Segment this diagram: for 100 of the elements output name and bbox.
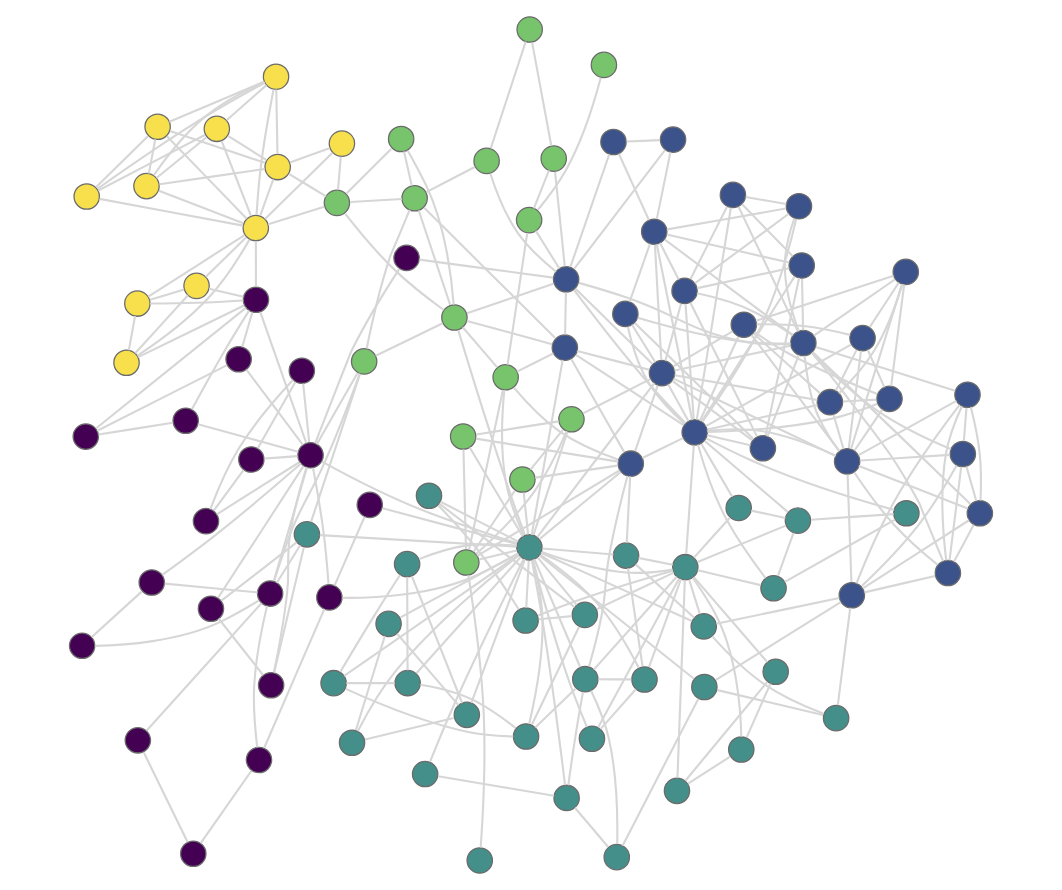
connector [574,287,654,365]
connector [528,559,544,724]
connector [741,203,794,257]
node-circle [590,51,618,79]
connector [275,544,302,584]
connector [684,304,695,420]
connector [136,239,251,357]
node-circle [387,125,415,153]
connector [150,299,244,305]
connector [755,274,894,322]
node-circle [725,494,753,522]
connector [272,467,308,582]
connector [365,209,411,349]
connector [315,372,359,445]
connector [264,455,298,460]
connector [750,334,840,452]
node-circle [949,440,977,468]
node-circle [473,147,500,175]
connector [506,232,529,365]
connector [570,358,626,453]
connector [717,689,824,717]
connector [574,807,609,848]
connector [346,682,395,685]
node-circle [552,266,580,293]
node-circle [822,704,850,732]
node-circle [393,550,421,578]
connector [590,690,619,844]
connector [706,434,751,447]
connector [516,352,554,373]
node-circle [245,746,273,774]
node-circle [954,381,981,409]
connector [540,551,693,622]
connector [596,571,675,611]
node-circle [681,419,708,446]
connector [466,282,554,315]
node-circle [323,189,351,217]
connector [343,553,520,677]
connector [533,558,582,668]
connector [220,140,252,217]
node-circle [617,450,645,477]
connector [530,359,564,536]
connector [621,698,700,847]
node-circle [719,181,747,209]
connector [575,353,685,426]
connector [838,283,904,395]
connector [97,81,266,190]
connector [152,80,265,176]
connector [254,241,257,287]
connector [689,302,758,437]
connector [625,476,632,543]
node-circle [453,549,480,576]
connector [697,569,761,587]
connector [582,378,651,415]
connector [664,238,794,336]
node-circle [966,499,994,527]
connector [860,453,950,462]
node-circle [68,632,96,660]
connector [599,688,637,730]
connector [147,234,246,298]
connector [647,578,682,668]
connector [345,148,392,194]
connector [673,377,836,457]
connector [406,149,455,305]
connector [853,472,939,566]
node-circle [762,658,789,686]
connector [811,513,894,521]
connector [267,205,325,226]
connector [855,404,961,584]
connector [836,607,852,706]
connector [147,139,157,174]
connector [423,206,556,339]
connector [693,576,769,663]
connector [273,373,361,582]
connector [706,437,895,511]
connector [783,218,800,332]
connector [554,171,566,267]
connector [705,343,852,427]
node-circle [124,290,151,317]
connector [169,129,266,164]
connector [673,330,733,367]
connector [476,420,559,436]
connector [538,471,622,540]
connector [425,166,476,194]
node-circle [375,610,402,638]
connector [688,579,701,615]
connector [476,469,621,557]
connector [813,278,896,337]
node-circle [192,507,220,535]
node-circle [338,729,366,757]
connector [671,380,753,442]
connector [99,197,244,227]
node-circle [600,128,627,156]
connector [751,509,786,519]
connector [127,315,137,351]
connector [310,373,362,523]
connector [489,173,557,273]
connector [513,386,619,461]
node-circle [690,613,718,640]
node-circle [256,580,284,607]
connector [344,213,445,311]
